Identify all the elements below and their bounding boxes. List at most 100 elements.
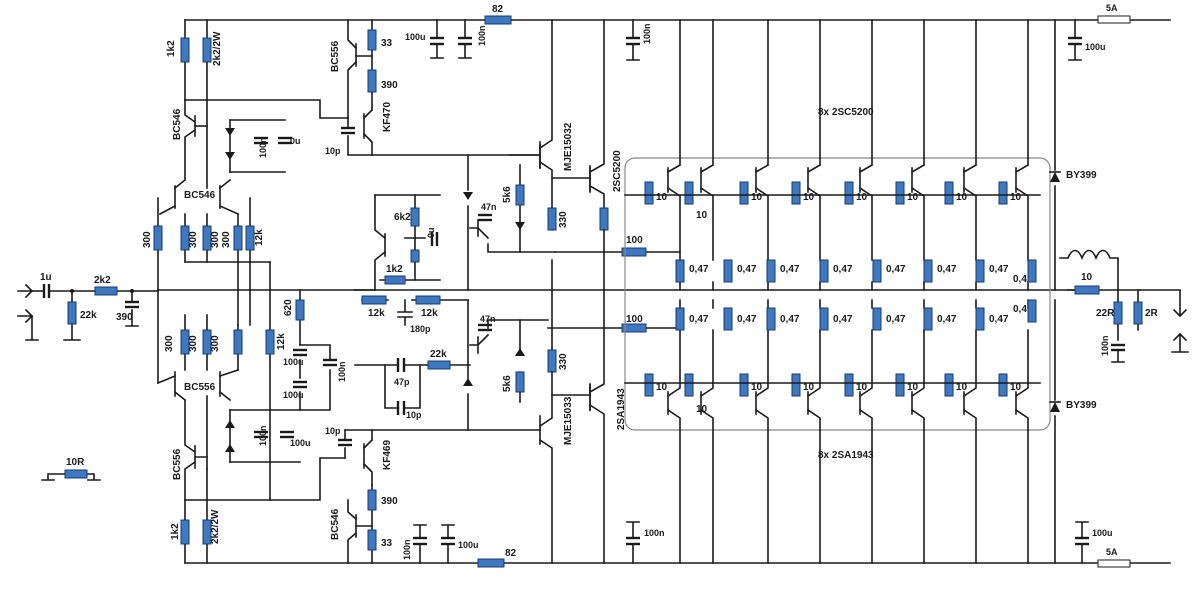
r-047-top-8: 0,4 [1013,274,1027,285]
r-2r-label: 2R [1145,308,1159,319]
q-bc546-top-label: BC546 [172,108,183,140]
voltage-amplifier-stage: 33 390 BC556 KF470 10p KF469 10p 390 33 … [325,19,541,564]
r-2k2-2w-top-label: 2k2/2W [212,31,223,66]
q-bc556-mid-label: BC556 [184,382,216,393]
r-10-bot-8: 10 [1010,382,1022,393]
r-300-e-label: 300 [164,335,175,352]
r-10-bot-5: 10 [856,382,868,393]
q-2sc5200-driver-label: 2SC5200 [612,150,623,192]
r-2k2-label: 2k2 [94,275,111,286]
fuse-top-label: 5A [1106,3,1118,13]
r-390-top-label: 390 [381,80,398,91]
resistor-82-bottom: 82 [477,548,517,568]
c-100u-top-right-label: 100u [1085,42,1106,52]
bias-network: 6k2 1k2 0u 12k 12k 180p 620 100u 100u 10… [283,194,471,420]
c-100n-bottom2-label: 100n [644,528,665,538]
r-10-bot-6: 10 [907,382,919,393]
r-12k-bias-a-label: 12k [368,308,385,319]
c-180p-label: 180p [410,324,431,334]
c-10p-top-label: 10p [325,146,341,156]
c-100u-bias-b-label: 100u [283,390,304,400]
r-100-bottom-label: 100 [626,314,643,325]
r-047-bot-6: 0,47 [937,314,957,325]
c-100u-top-label: 100u [405,32,426,42]
output-pair-6: 10 10 0,47 0,47 [895,19,957,564]
r-047-top-5: 0,47 [886,264,906,275]
diode-by399-top-label: BY399 [1066,170,1097,181]
q-2sa1943-driver-label: 2SA1943 [616,388,627,430]
c-10p-feedback-label: 10p [406,410,422,420]
output-pair-1: 10 10 0,47 0,47 [644,19,709,564]
r-10-bot-4: 10 [803,382,815,393]
r-6k2-label: 6k2 [394,212,411,223]
c-100n-bottom-label: 100n [402,539,412,560]
r-300-d-label: 300 [221,231,232,248]
r-1k2-bias-label: 1k2 [386,264,403,275]
c-47p-label: 47p [394,377,410,387]
r-12k-bias-b-label: 12k [421,308,438,319]
r-300-b-label: 300 [188,231,199,248]
c-1u-label: 1u [40,272,52,283]
r-047-top-7: 0,47 [989,264,1009,275]
r-1k2-top-label: 1k2 [166,40,177,57]
q-bc556-bottom-label: BC556 [172,448,183,480]
r-5k6-bottom-label: 5k6 [502,375,513,392]
resistor-82-top-label: 82 [492,4,504,15]
r-390-bottom-label: 390 [381,496,398,507]
c-47n-bottom-label: 47n [480,314,496,324]
c-100u-bottom-label: 100u [458,540,479,550]
q-mje15033-label: MJE15033 [563,396,574,445]
fuse-top: 5A [1097,3,1131,24]
r-300-c-label: 300 [210,231,221,248]
output-pair-7: 10 10 0,47 0,47 [944,19,1009,564]
output-stage: 10 10 0,47 0,47 10 10 0,47 0,47 [624,19,1041,564]
c-100n-zobel-label: 100n [1100,335,1110,356]
r-047-bot-3: 0,47 [780,314,800,325]
output-pair-3: 10 10 0,47 0,47 [739,19,800,564]
ground-resistor-10r: 10R [41,457,101,481]
r-10-output-label: 10 [1081,272,1093,283]
r-10-top-2: 10 [696,210,708,221]
fuse-bottom-label: 5A [1106,547,1118,557]
r-10-top-6: 10 [907,192,919,203]
c-100n-left-label: 100n [258,137,268,158]
r-047-bot-2: 0,47 [737,314,757,325]
r-10-top-4: 10 [803,192,815,203]
output-pair-4: 10 10 0,47 0,47 [791,19,853,564]
r-047-bot-7: 0,47 [989,314,1009,325]
r-047-bot-5: 0,47 [886,314,906,325]
q-bc546-mid-label: BC546 [184,190,216,201]
r-047-bot-4: 0,47 [833,314,853,325]
output-pair-8: 10 10 0,4 0,4 [998,19,1037,564]
r-047-bot-1: 0,47 [689,314,709,325]
r-047-top-1: 0,47 [689,264,709,275]
driver-stage: 47n 47n 5k6 5k6 MJE15032 330 330 MJE1503… [354,19,1076,564]
q-kf469-label: KF469 [382,440,393,470]
output-pair-5: 10 10 0,47 0,47 [844,19,906,564]
r-10-top-3: 10 [751,192,763,203]
c-10p-bottom-label: 10p [325,426,341,436]
c-10n-bias-label: 0u [426,227,436,238]
c-100n-top-label: 100n [477,25,487,46]
q-bc546-vas-label: BC546 [330,508,341,540]
r-047-top-3: 0,47 [780,264,800,275]
r-1k2-bottom-label: 1k2 [170,523,181,540]
r-5k6-top-label: 5k6 [502,186,513,203]
r-10-top-1: 10 [656,192,668,203]
c-100u-bias-a-label: 100u [283,357,304,367]
c-100n-bias-label: 100n [337,361,347,382]
output-pair-2: 10 10 0,47 0,47 [684,19,757,564]
r-047-top-4: 0,47 [833,264,853,275]
r-100-top-label: 100 [626,235,643,246]
q-kf470-label: KF470 [382,102,393,132]
c-390-label: 390 [116,312,133,323]
r-330-bottom-label: 330 [558,353,569,370]
r-33-top-label: 33 [381,38,393,49]
c-100u-bottom-right-label: 100u [1092,528,1113,538]
r-330-top-label: 330 [558,211,569,228]
fuse-bottom: 5A [1097,547,1131,568]
output-npn-count-label: 8x 2SC5200 [818,107,874,118]
resistor-82-bottom-label: 82 [505,548,517,559]
r-047-top-6: 0,47 [937,264,957,275]
